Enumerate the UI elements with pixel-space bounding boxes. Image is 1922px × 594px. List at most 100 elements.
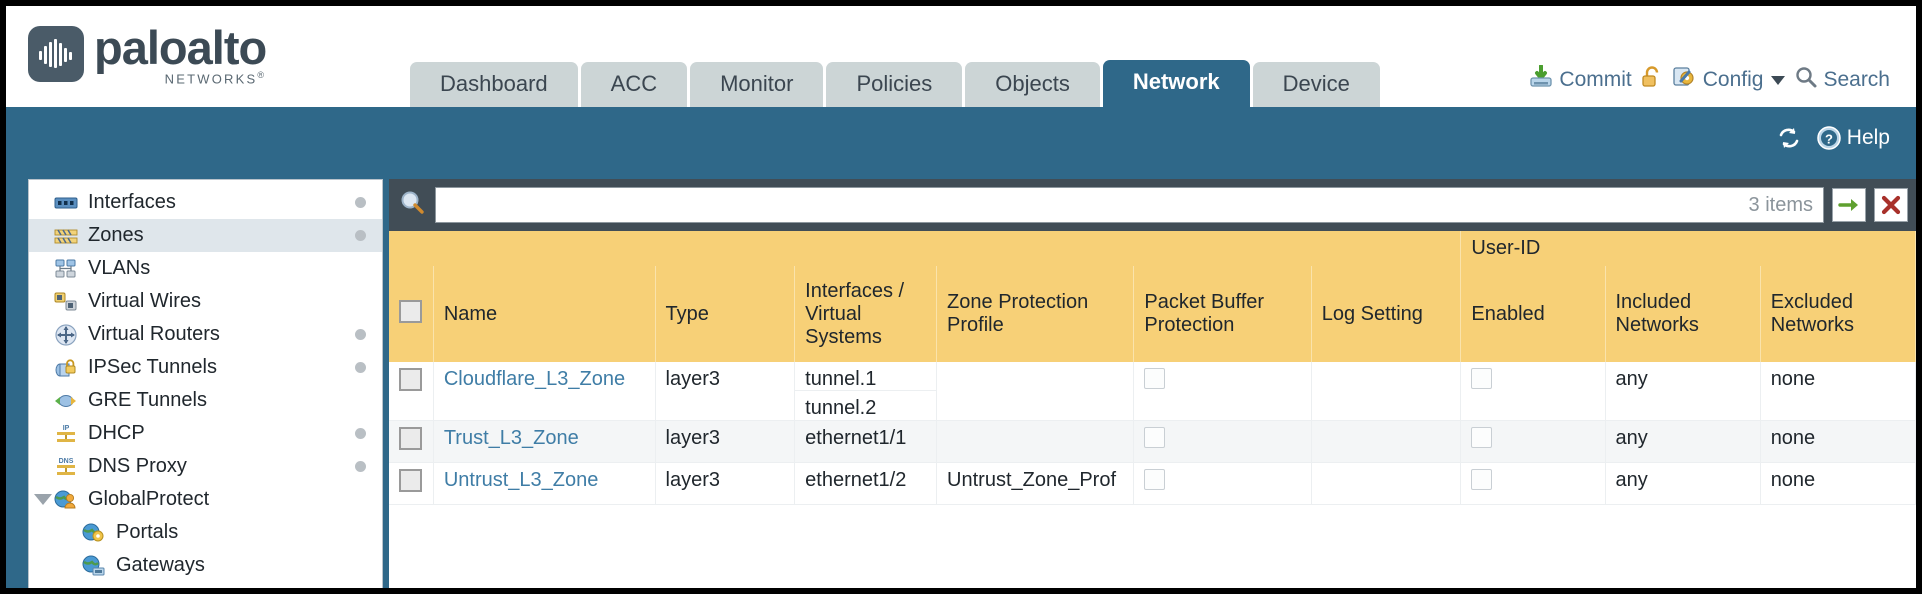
sidebar-item-list: Interfaces Zones VLANs — [29, 180, 382, 582]
apply-filter-button[interactable] — [1832, 188, 1866, 222]
dns-proxy-icon: DNS — [53, 456, 79, 478]
sidebar-item-gre-tunnels[interactable]: GRE Tunnels — [29, 384, 382, 417]
blue-action-group: ? Help — [1776, 125, 1890, 151]
status-dot — [355, 461, 366, 472]
sidebar-item-label: Zones — [88, 224, 144, 246]
tab-monitor[interactable]: Monitor — [690, 62, 824, 107]
column-header-name[interactable]: Name — [433, 266, 656, 362]
expander-triangle-icon[interactable] — [34, 494, 52, 505]
interface-entry: tunnel.2 — [805, 397, 877, 419]
portals-icon — [81, 522, 107, 544]
search-button[interactable]: Search — [1794, 65, 1890, 95]
packet-buffer-protection-checkbox[interactable] — [1144, 469, 1166, 490]
cell-name: Trust_L3_Zone — [433, 420, 656, 463]
zones-icon — [53, 225, 79, 247]
cell-type: layer3 — [655, 420, 796, 463]
sidebar-item-vlans[interactable]: VLANs — [29, 252, 382, 285]
sidebar-item-label: Portals — [116, 521, 179, 543]
tab-device[interactable]: Device — [1252, 62, 1380, 107]
clear-filter-button[interactable] — [1874, 188, 1908, 222]
table-row[interactable]: Untrust_L3_Zone layer3 ethernet1/2 Untru… — [389, 462, 1916, 505]
sidebar-item-label: DHCP — [88, 422, 145, 444]
userid-enabled-checkbox[interactable] — [1471, 368, 1493, 389]
sidebar-item-label: IPSec Tunnels — [88, 356, 217, 378]
cell-interfaces: ethernet1/2 — [794, 462, 938, 505]
packet-buffer-protection-checkbox[interactable] — [1144, 368, 1166, 389]
config-icon — [1672, 65, 1698, 95]
sidebar-item-portals[interactable]: Portals — [29, 516, 382, 549]
sidebar-item-virtual-wires[interactable]: Virtual Wires — [29, 285, 382, 318]
row-checkbox[interactable] — [399, 368, 422, 391]
zone-name-link[interactable]: Trust_L3_Zone — [443, 427, 579, 449]
zone-name-link[interactable]: Untrust_L3_Zone — [443, 469, 599, 491]
tab-objects[interactable]: Objects — [965, 62, 1100, 107]
sidebar-item-zones[interactable]: Zones — [29, 219, 382, 252]
row-checkbox[interactable] — [399, 469, 422, 492]
table-row[interactable]: Trust_L3_Zone layer3 ethernet1/1 any non… — [389, 420, 1916, 463]
cell-userid-enabled — [1460, 362, 1606, 421]
config-dropdown[interactable]: Config — [1672, 65, 1786, 95]
userid-enabled-checkbox[interactable] — [1471, 427, 1493, 448]
sidebar-item-gateways[interactable]: Gateways — [29, 549, 382, 582]
search-input[interactable] — [446, 192, 1741, 218]
column-header-excluded-networks[interactable]: Excluded Networks — [1760, 266, 1916, 362]
tab-network[interactable]: Network — [1102, 60, 1250, 107]
column-header-zone-protection-profile[interactable]: Zone Protection Profile — [936, 266, 1135, 362]
virtual-wires-icon — [53, 291, 79, 313]
row-select-cell — [389, 362, 434, 421]
sidebar-item-interfaces[interactable]: Interfaces — [29, 186, 382, 219]
search-field-wrapper[interactable]: 3 items — [435, 187, 1824, 223]
sidebar-item-dhcp[interactable]: IP DHCP — [29, 417, 382, 450]
paloalto-logo-icon — [28, 26, 84, 82]
brand-tagline: NETWORKS® — [164, 70, 267, 87]
refresh-button[interactable] — [1776, 126, 1802, 150]
help-button[interactable]: ? Help — [1816, 125, 1890, 151]
svg-text:DNS: DNS — [59, 458, 74, 465]
cell-excluded-networks: none — [1760, 420, 1916, 463]
cell-packet-buffer-protection — [1133, 420, 1312, 463]
cell-log-setting — [1311, 362, 1462, 421]
column-header-interfaces[interactable]: Interfaces / Virtual Systems — [794, 266, 938, 362]
packet-buffer-protection-checkbox[interactable] — [1144, 427, 1166, 448]
ipsec-tunnels-icon — [53, 357, 79, 379]
sidebar-item-virtual-routers[interactable]: Virtual Routers — [29, 318, 382, 351]
unlock-button[interactable] — [1641, 65, 1663, 95]
column-header-type[interactable]: Type — [655, 266, 796, 362]
table-group-header-row: User-ID — [389, 231, 1916, 266]
tab-dashboard[interactable]: Dashboard — [410, 62, 578, 107]
tab-policies[interactable]: Policies — [826, 62, 963, 107]
cell-log-setting — [1311, 420, 1462, 463]
svg-text:?: ? — [1825, 132, 1833, 147]
cell-included-networks: any — [1605, 362, 1761, 421]
sidebar-item-ipsec-tunnels[interactable]: IPSec Tunnels — [29, 351, 382, 384]
cell-interfaces: tunnel.1 tunnel.2 — [794, 362, 938, 421]
commit-label: Commit — [1559, 68, 1632, 91]
column-header-log-setting[interactable]: Log Setting — [1311, 266, 1462, 362]
cell-included-networks: any — [1605, 462, 1761, 505]
table-row[interactable]: Cloudflare_L3_Zone layer3 tunnel.1 tunne… — [389, 362, 1916, 421]
status-dot — [355, 428, 366, 439]
header-action-bar: Commit — [1528, 64, 1890, 95]
interface-entry: ethernet1/2 — [805, 469, 907, 491]
sidebar-item-label: Gateways — [116, 554, 205, 576]
search-label: Search — [1823, 68, 1890, 91]
row-checkbox[interactable] — [399, 427, 422, 450]
column-header-packet-buffer-protection[interactable]: Packet Buffer Protection — [1133, 266, 1312, 362]
sidebar-item-label: Virtual Routers — [88, 323, 220, 345]
select-all-checkbox[interactable] — [399, 299, 422, 323]
svg-text:IP: IP — [63, 425, 70, 432]
cell-name: Cloudflare_L3_Zone — [433, 362, 656, 421]
help-label: Help — [1846, 126, 1890, 149]
userid-enabled-checkbox[interactable] — [1471, 469, 1493, 490]
status-dot — [355, 197, 366, 208]
column-header-included-networks[interactable]: Included Networks — [1605, 266, 1761, 362]
sidebar-item-dns-proxy[interactable]: DNS DNS Proxy — [29, 450, 382, 483]
brand-name: paloalto — [94, 21, 267, 74]
search-magnifier-icon[interactable] — [399, 189, 427, 222]
zone-name-link[interactable]: Cloudflare_L3_Zone — [443, 368, 626, 390]
tab-acc[interactable]: ACC — [580, 62, 688, 107]
column-header-enabled[interactable]: Enabled — [1460, 266, 1606, 362]
commit-button[interactable]: Commit — [1528, 64, 1632, 95]
sidebar-nav: Interfaces Zones VLANs — [28, 179, 383, 588]
sidebar-item-globalprotect[interactable]: GlobalProtect — [29, 483, 382, 516]
